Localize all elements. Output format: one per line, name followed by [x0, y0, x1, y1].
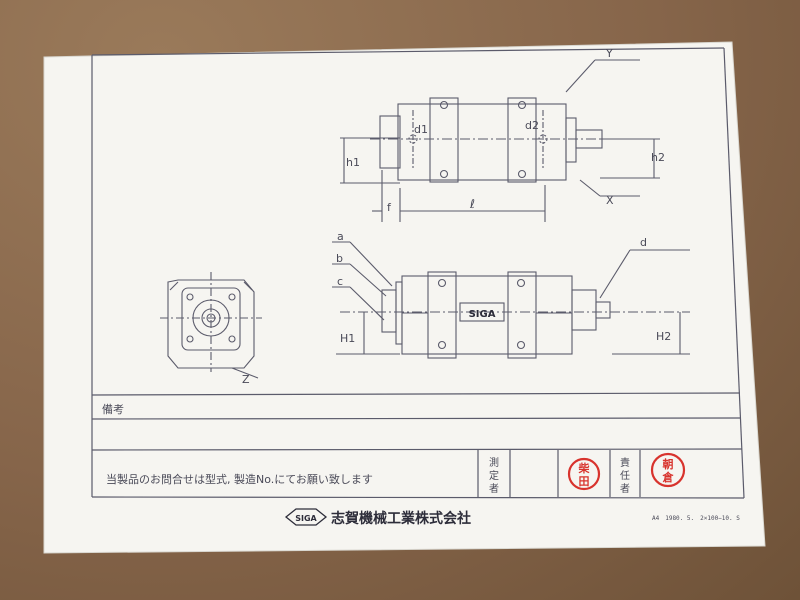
responsible-char-1: 責	[620, 456, 630, 469]
seal-responsible-char-2: 倉	[662, 470, 675, 484]
label-x: X	[606, 194, 614, 207]
label-d2: d2	[525, 119, 539, 132]
remarks-label: 備考	[102, 403, 124, 416]
top-view	[340, 59, 660, 222]
seal-inspector-char-2: 田	[579, 475, 590, 488]
label-l: ℓ	[469, 197, 475, 211]
seal-responsible-char-1: 朝	[663, 457, 674, 471]
paper	[43, 41, 766, 554]
company-name: 志賀機械工業株式会社	[331, 510, 471, 527]
siga-nameplate: SIGA	[469, 309, 496, 320]
label-z: Z	[242, 373, 250, 386]
label-d1: d1	[414, 123, 428, 136]
logo-text: SIGA	[295, 514, 317, 523]
drawing-frame	[91, 47, 745, 499]
label-h1: h1	[346, 156, 360, 169]
inspector-char-1: 測	[489, 456, 499, 469]
label-d: d	[640, 236, 647, 249]
label-b: b	[336, 252, 343, 265]
label-y: Y	[605, 47, 613, 60]
responsible-char-2: 任	[620, 469, 630, 482]
responsible-char-3: 者	[620, 483, 630, 495]
side-view	[332, 241, 690, 359]
label-H2: H2	[656, 330, 671, 343]
label-f: f	[387, 201, 392, 214]
inquiry-text: 当製品のお問合せは型式, 製造No.にてお願い致します	[106, 472, 373, 486]
seal-inspector-char-1: 柴	[578, 461, 591, 475]
responsible-label: 責 任 者	[620, 456, 630, 495]
seal-responsible: 朝 倉	[650, 452, 686, 488]
inspector-label: 測 定 者	[489, 456, 499, 495]
label-a: a	[337, 230, 344, 243]
end-view	[160, 272, 262, 379]
form-code: A4 1980. 5. 2×100−10. S	[652, 515, 740, 522]
seal-inspector: 柴 田	[567, 457, 601, 491]
inspector-char-2: 定	[489, 469, 499, 482]
inspector-char-3: 者	[489, 483, 499, 495]
label-c: c	[337, 275, 343, 288]
label-H1: H1	[340, 332, 355, 345]
label-h2: h2	[651, 151, 665, 164]
siga-logo: SIGA	[284, 508, 328, 526]
